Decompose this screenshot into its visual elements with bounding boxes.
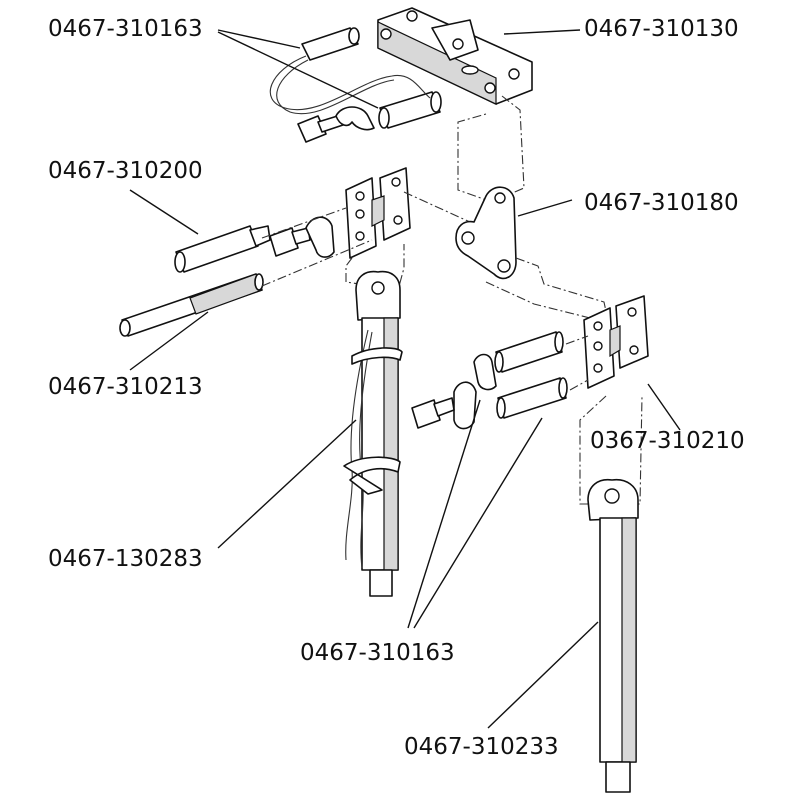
right-bracket-0367-310210 — [583, 295, 649, 389]
label-0467-130283: 0467-130283 — [48, 546, 203, 572]
pin-0467-310200 — [174, 225, 271, 273]
right-tube-0467-310233 — [587, 478, 639, 793]
right-retaining-clip — [473, 353, 497, 391]
shaft-0467-310213 — [119, 273, 264, 337]
left-tube-wire-2 — [359, 331, 373, 569]
label-0467-310180: 0467-310180 — [584, 190, 739, 216]
dash-right-pins — [565, 335, 589, 345]
label-0467-310163-top: 0467-310163 — [48, 16, 203, 42]
cable-tie-upper — [351, 347, 403, 365]
top-bracket-0467-310130 — [377, 7, 533, 105]
upper-wire — [269, 55, 431, 111]
label-0467-310200: 0467-310200 — [48, 158, 203, 184]
right-pin-lower-0467-310163 — [496, 377, 568, 419]
dash-right-to-tube — [579, 395, 643, 505]
right-pin-upper-0467-310163 — [494, 331, 564, 373]
dash-top-to-cam — [457, 95, 525, 203]
dash-right-pins-2 — [569, 379, 589, 391]
middle-retaining-clip — [305, 216, 335, 258]
leader-lines — [129, 29, 681, 729]
label-0367-310210: 0367-310210 — [590, 428, 745, 454]
label-0467-310233: 0467-310233 — [404, 734, 559, 760]
middle-screw — [269, 227, 311, 257]
label-0467-310213: 0467-310213 — [48, 374, 203, 400]
cam-plate-0467-310180 — [455, 186, 517, 280]
lower-pin-0467-310163 — [378, 91, 442, 129]
dash-middle-to-cam — [403, 191, 471, 223]
dash-cam-to-right-2 — [485, 281, 591, 319]
upper-pin-0467-310163 — [301, 27, 360, 61]
cable-tie-lower — [343, 456, 401, 495]
dash-shaft — [261, 239, 373, 287]
label-0467-310163-bottom: 0467-310163 — [300, 640, 455, 666]
middle-left-bracket — [345, 167, 411, 259]
dash-left-pins — [261, 207, 347, 239]
right-lock-washer — [453, 381, 477, 430]
label-0467-310130: 0467-310130 — [584, 16, 739, 42]
upper-wire-2 — [276, 59, 395, 115]
left-tube-0467-130283 — [355, 270, 401, 597]
upper-retaining-clip — [335, 106, 375, 131]
right-screw — [411, 397, 455, 429]
